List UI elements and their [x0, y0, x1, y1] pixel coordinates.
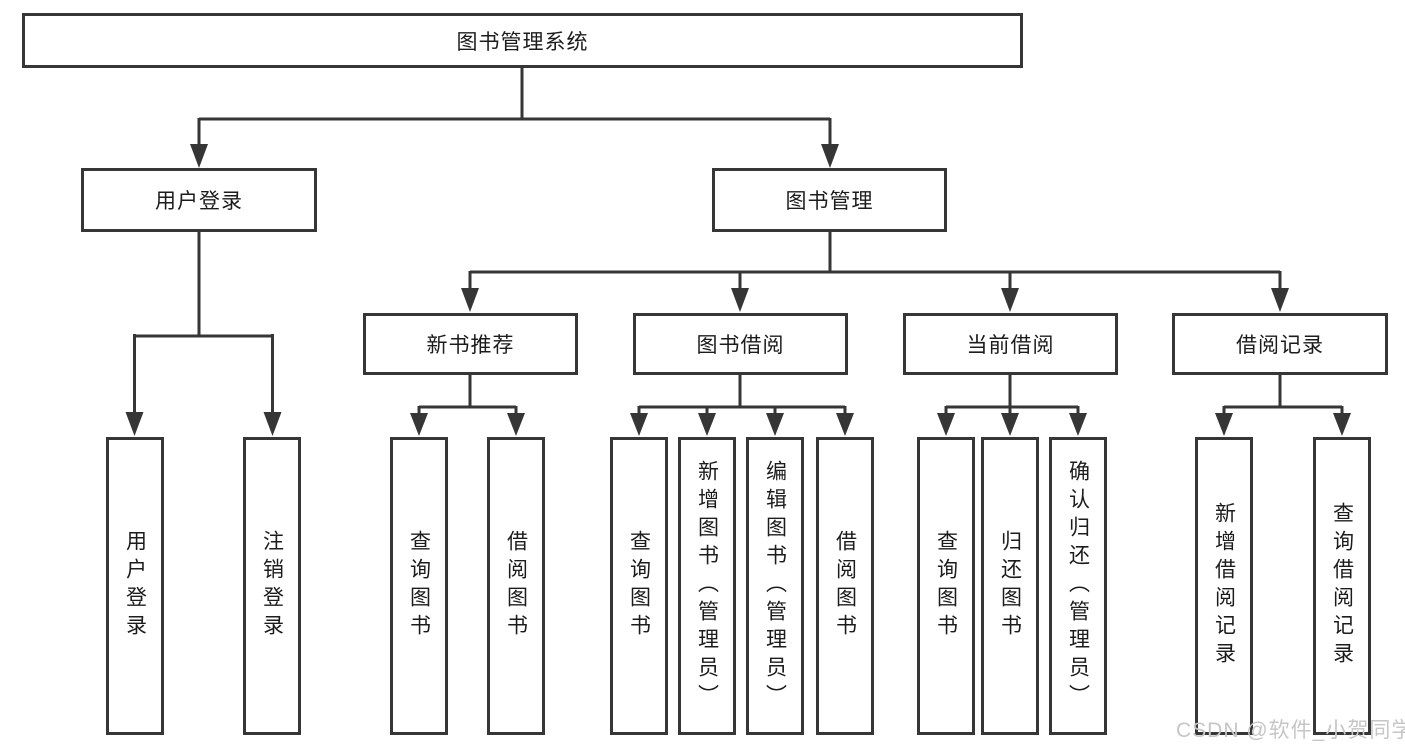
leaf-query-borrow-record: 查询借阅记录 — [1313, 437, 1371, 735]
leaf-logout: 注销登录 — [243, 437, 301, 735]
node-book-borrow: 图书借阅 — [633, 313, 848, 375]
leaf-return-book: 归还图书 — [981, 437, 1039, 735]
watermark-text: CSDN @软件_小贺同学 — [1176, 719, 1405, 742]
leaf-confirm-return-admin-label: 确认归还（管理员） — [1066, 460, 1090, 712]
connector-paths — [133, 68, 1344, 414]
leaf-return-book-label: 归还图书 — [998, 530, 1022, 642]
leaf-query-book-current-label: 查询图书 — [934, 530, 958, 642]
leaf-borrow-book-label: 借阅图书 — [833, 530, 857, 642]
leaf-add-borrow-record-label: 新增借阅记录 — [1212, 502, 1236, 670]
leaf-query-book-recommend-label: 查询图书 — [407, 530, 431, 642]
leaf-query-borrow-record-label: 查询借阅记录 — [1330, 502, 1354, 670]
leaf-user-login: 用户登录 — [106, 437, 164, 735]
node-root-library-system: 图书管理系统 — [22, 13, 1023, 68]
leaf-query-book-recommend: 查询图书 — [390, 437, 448, 735]
leaf-user-login-label: 用户登录 — [123, 530, 147, 642]
leaf-logout-label: 注销登录 — [260, 530, 284, 642]
leaf-add-book-admin: 新增图书（管理员） — [678, 437, 736, 735]
node-current-borrow: 当前借阅 — [903, 313, 1118, 375]
leaf-query-book-current: 查询图书 — [917, 437, 975, 735]
leaf-query-book-borrow-label: 查询图书 — [627, 530, 651, 642]
node-user-login: 用户登录 — [81, 168, 317, 232]
leaf-borrow-book-recommend-label: 借阅图书 — [504, 530, 528, 642]
arrowheads — [125, 144, 1351, 436]
leaf-add-borrow-record: 新增借阅记录 — [1195, 437, 1253, 735]
leaf-edit-book-admin: 编辑图书（管理员） — [746, 437, 804, 735]
node-borrow-records: 借阅记录 — [1172, 313, 1388, 375]
leaf-borrow-book-recommend: 借阅图书 — [487, 437, 545, 735]
node-book-management: 图书管理 — [712, 168, 947, 232]
leaf-edit-book-admin-label: 编辑图书（管理员） — [763, 460, 787, 712]
leaf-borrow-book: 借阅图书 — [816, 437, 874, 735]
leaf-query-book-borrow: 查询图书 — [610, 437, 668, 735]
node-new-book-recommend: 新书推荐 — [363, 313, 578, 375]
leaf-confirm-return-admin: 确认归还（管理员） — [1049, 437, 1107, 735]
leaf-add-book-admin-label: 新增图书（管理员） — [695, 460, 719, 712]
